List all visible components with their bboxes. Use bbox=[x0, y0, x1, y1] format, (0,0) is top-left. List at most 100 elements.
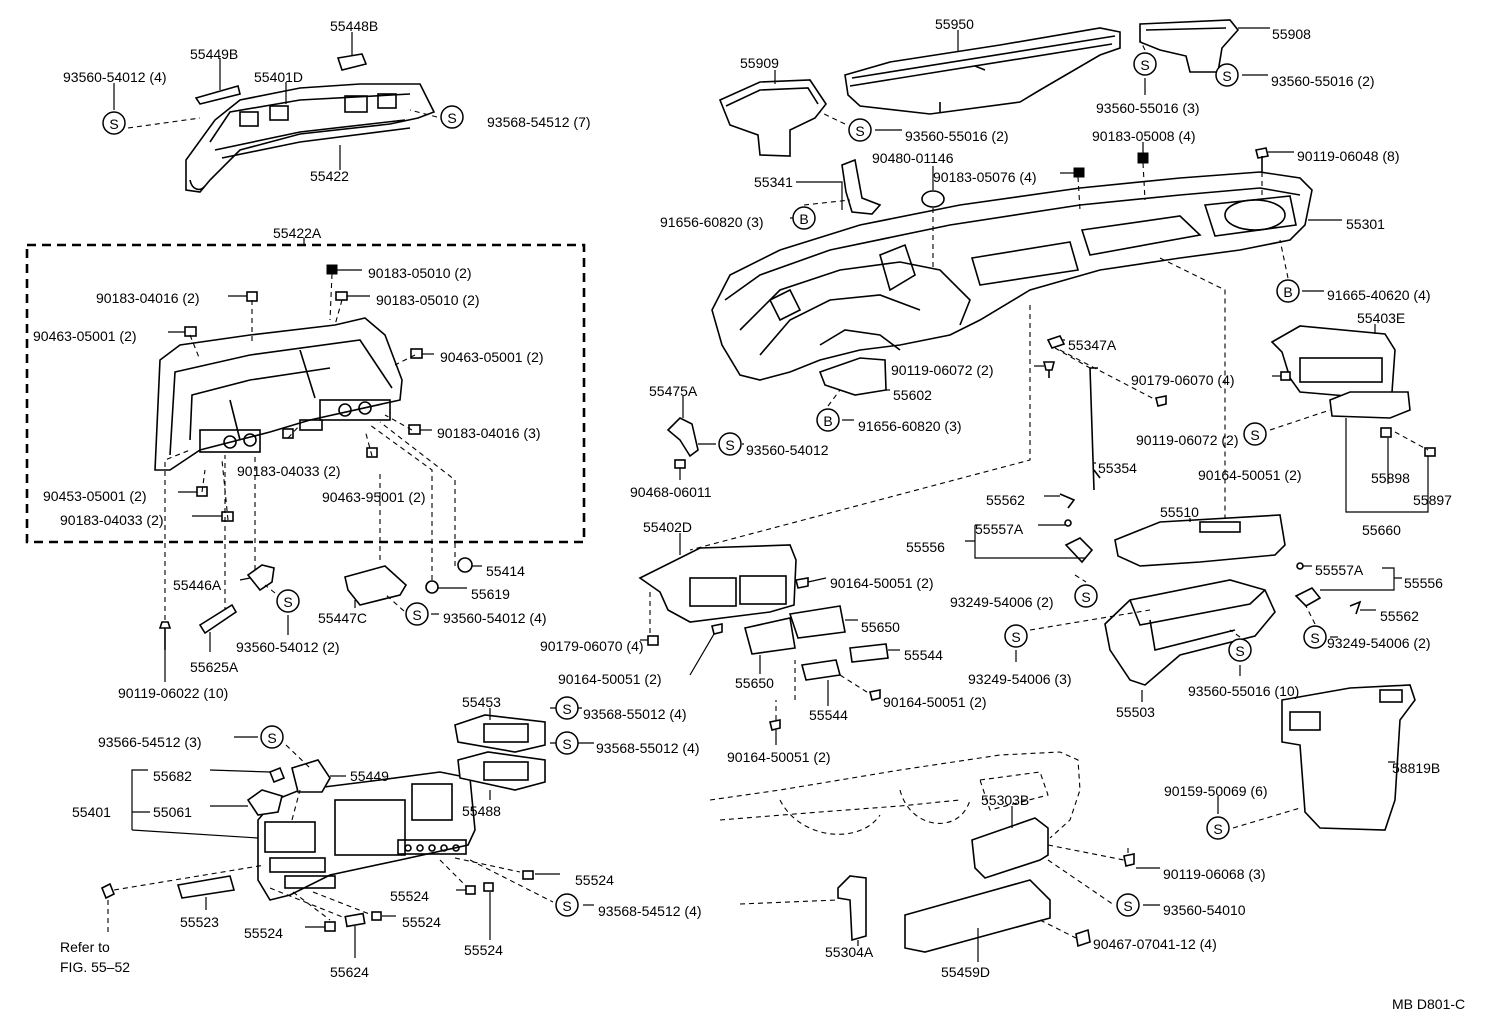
part-callout: 55301 bbox=[1346, 216, 1385, 232]
part-callout: 55449 bbox=[350, 768, 389, 784]
fastener-symbol-letter: S bbox=[1250, 427, 1259, 443]
vent-55403e bbox=[1270, 325, 1396, 399]
knob-55897 bbox=[1424, 447, 1436, 457]
part-callout: 90468-06011 bbox=[630, 484, 712, 500]
knob-55898 bbox=[1380, 427, 1392, 438]
bracket-55602 bbox=[818, 357, 887, 396]
part-callout: 55523 bbox=[180, 914, 219, 930]
fastener-symbol-s: S bbox=[102, 111, 126, 135]
part-callout: 90119-06048 (8) bbox=[1297, 148, 1399, 164]
part-callout: 90164-50051 (2) bbox=[1198, 467, 1302, 483]
bulb-55619 bbox=[425, 580, 439, 594]
nut-90463-05001-a bbox=[184, 326, 197, 337]
part-callout: 55909 bbox=[740, 55, 779, 71]
dash-bottom-left bbox=[107, 857, 554, 935]
part-callout: 55557A bbox=[1315, 562, 1364, 578]
fastener-symbol-s: S bbox=[1303, 625, 1327, 649]
nut-90183-05010-a bbox=[326, 264, 338, 275]
fastener-symbol-letter: S bbox=[1123, 898, 1132, 914]
fastener-symbol-b: B bbox=[792, 206, 816, 230]
part-callout: 55524 bbox=[575, 872, 614, 888]
nut-90468-06011 bbox=[674, 459, 686, 469]
fastener-symbol-letter: S bbox=[412, 607, 421, 623]
dash-bottom-right bbox=[739, 807, 1301, 939]
fastener-symbol-letter: B bbox=[823, 413, 832, 429]
bolt-90119-06072-a bbox=[1042, 361, 1056, 378]
part-callout: 90179-06070 (4) bbox=[1131, 372, 1235, 388]
part-callout: 55061 bbox=[153, 804, 192, 820]
part-callout: 90453-05001 (2) bbox=[43, 488, 147, 504]
register-55650-a bbox=[744, 617, 796, 655]
part-callout: 55401D bbox=[254, 69, 303, 85]
part-callout: 55475A bbox=[649, 383, 698, 399]
part-callout: 93560-54012 (4) bbox=[63, 69, 167, 85]
part-callout: 90183-04016 (2) bbox=[96, 290, 200, 306]
lens-55544-b bbox=[849, 643, 889, 663]
knob-55524-e bbox=[522, 870, 534, 880]
part-callout: 90119-06022 (10) bbox=[118, 685, 228, 701]
fastener-symbol-s: S bbox=[1116, 893, 1140, 917]
part-callout: 55524 bbox=[244, 925, 283, 941]
part-callout: 55354 bbox=[1098, 460, 1137, 476]
cover-58819b-drawing bbox=[1281, 684, 1416, 831]
fastener-symbol-b: B bbox=[816, 408, 840, 432]
part-callout: 93568-54512 (4) bbox=[598, 903, 702, 919]
part-callout: 55459D bbox=[941, 964, 990, 980]
part-callout: 55556 bbox=[1404, 575, 1443, 591]
fastener-symbol-s: S bbox=[718, 432, 742, 456]
part-callout: 55897 bbox=[1413, 492, 1452, 508]
part-callout: 55402D bbox=[643, 519, 692, 535]
duct-55909-drawing bbox=[718, 79, 827, 157]
part-callout: 55303B bbox=[981, 792, 1029, 808]
part-callout: 55341 bbox=[754, 174, 793, 190]
part-callout: 55488 bbox=[462, 803, 501, 819]
part-callout: 90467-07041-12 (4) bbox=[1093, 936, 1217, 952]
nut-90463-95001 bbox=[366, 447, 378, 458]
part-callout: 90164-50051 (2) bbox=[883, 694, 987, 710]
knob-55524-b bbox=[371, 911, 382, 921]
part-callout: 55448B bbox=[330, 18, 378, 34]
leader-50051-a bbox=[807, 577, 827, 583]
part-callout: 93560-54012 (4) bbox=[443, 610, 547, 626]
lens-55523 bbox=[176, 875, 236, 899]
part-callout: FIG. 55–52 bbox=[60, 959, 130, 975]
fastener-symbol-letter: B bbox=[1283, 284, 1292, 300]
nut-90179-06070-l bbox=[647, 635, 659, 646]
part-callout: 90183-05010 (2) bbox=[368, 265, 472, 281]
bolt-90119-06072-b bbox=[1155, 395, 1167, 407]
part-callout: 90159-50069 (6) bbox=[1164, 783, 1268, 799]
dash-lines-box bbox=[164, 273, 456, 620]
dash-middle bbox=[649, 592, 871, 720]
part-callout: 55524 bbox=[464, 942, 503, 958]
part-callout: 55898 bbox=[1371, 470, 1410, 486]
part-callout: 93249-54006 (2) bbox=[1327, 635, 1431, 651]
fastener-symbol-s: S bbox=[276, 589, 300, 613]
nut-90179-06070-r bbox=[1280, 371, 1291, 381]
dash-panel bbox=[689, 162, 1429, 551]
part-callout: MB D801-C bbox=[1392, 996, 1465, 1012]
part-callout: 55510 bbox=[1160, 504, 1199, 520]
part-callout: 90463-05001 (2) bbox=[33, 328, 137, 344]
fastener-symbol-letter: S bbox=[725, 437, 734, 453]
nut-90183-05010-b bbox=[335, 291, 348, 301]
bracket-55556-label-a bbox=[965, 524, 1085, 559]
dash-panel-55301-drawing bbox=[711, 171, 1313, 381]
duct-55950-drawing bbox=[844, 27, 1121, 115]
part-callout: 55624 bbox=[330, 964, 369, 980]
part-callout: 55908 bbox=[1272, 26, 1311, 42]
part-callout: 90183-05008 (4) bbox=[1092, 128, 1196, 144]
duct-55475a bbox=[666, 417, 699, 458]
glovebox-55503-drawing bbox=[1104, 579, 1276, 686]
fastener-symbol-letter: B bbox=[799, 211, 808, 227]
cover-55625a bbox=[198, 603, 238, 635]
fastener-symbol-s: S bbox=[405, 602, 429, 626]
part-callout: 58819B bbox=[1392, 760, 1440, 776]
fastener-symbol-letter: S bbox=[1310, 630, 1319, 646]
fastener-symbol-letter: S bbox=[1235, 643, 1244, 659]
fastener-symbol-letter: S bbox=[1011, 629, 1020, 645]
part-callout: 93560-55016 (2) bbox=[1271, 73, 1375, 89]
nut-90183-04033-a bbox=[282, 428, 294, 439]
fastener-symbol-s: S bbox=[1228, 638, 1252, 662]
fastener-symbol-s: S bbox=[440, 105, 464, 129]
